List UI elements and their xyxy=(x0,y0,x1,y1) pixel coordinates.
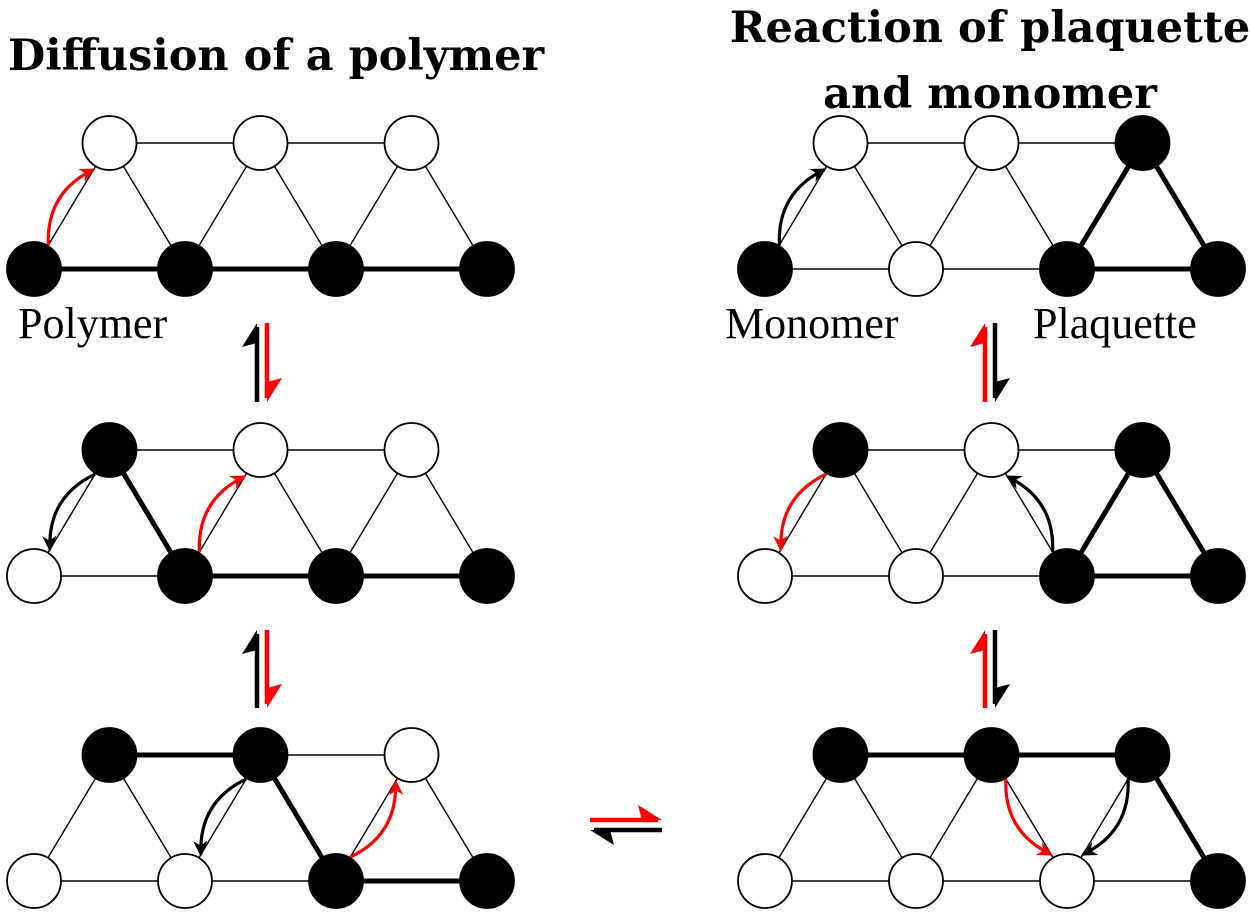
empty-site xyxy=(383,727,440,783)
occupied-site xyxy=(1114,727,1171,783)
occupied-site xyxy=(1039,241,1095,297)
occupied-site xyxy=(6,241,62,297)
empty-site xyxy=(232,115,289,171)
empty-site xyxy=(812,115,869,171)
empty-site xyxy=(6,548,62,604)
lattice-panel-reaction-step-1 xyxy=(737,115,1246,297)
equilibrium-arrow-left-right-row3 xyxy=(590,805,662,845)
empty-site xyxy=(157,853,213,909)
title-reaction-line1: Reaction of plaquette xyxy=(730,3,1250,53)
occupied-site xyxy=(812,422,869,478)
reverse-hop-arrow xyxy=(1080,778,1130,856)
occupied-site xyxy=(737,241,793,297)
empty-site xyxy=(888,853,944,909)
lattice-panels xyxy=(6,115,1246,909)
lattice-panel-diffusion-step-2 xyxy=(6,422,515,604)
empty-site xyxy=(1039,853,1095,909)
empty-site xyxy=(737,853,793,909)
equilibrium-arrow-right-1-2 xyxy=(970,323,1010,402)
empty-site xyxy=(383,422,440,478)
reverse-hop-arrow xyxy=(193,777,247,857)
reverse-hop-arrow xyxy=(42,472,96,552)
reverse-hop-arrow xyxy=(777,168,827,246)
forward-hop-arrow xyxy=(197,475,247,553)
equilibrium-arrow-left-1-2 xyxy=(242,323,282,402)
equilibrium-arrow-left-2-3 xyxy=(242,630,282,708)
occupied-site xyxy=(963,727,1020,783)
occupied-site xyxy=(81,422,138,478)
empty-site xyxy=(81,115,138,171)
occupied-site xyxy=(308,241,364,297)
occupied-site xyxy=(157,548,213,604)
occupied-site xyxy=(1114,422,1171,478)
occupied-site xyxy=(1190,241,1246,297)
empty-site xyxy=(963,115,1020,171)
lattice-panel-reaction-step-3 xyxy=(737,727,1246,909)
empty-site xyxy=(232,422,289,478)
occupied-site xyxy=(1190,548,1246,604)
occupied-site xyxy=(1190,853,1246,909)
forward-hop-arrow xyxy=(773,472,827,552)
occupied-site xyxy=(1114,115,1171,171)
title-diffusion: Diffusion of a polymer xyxy=(8,31,546,81)
empty-site xyxy=(888,548,944,604)
occupied-site xyxy=(81,727,138,783)
label-polymer: Polymer xyxy=(18,299,167,348)
equilibrium-arrows xyxy=(242,323,1010,845)
empty-site xyxy=(963,422,1020,478)
reverse-hop-arrow xyxy=(1005,475,1055,553)
occupied-site xyxy=(459,241,515,297)
label-monomer: Monomer xyxy=(725,299,899,348)
occupied-site xyxy=(1039,548,1095,604)
lattice-panel-reaction-step-2 xyxy=(737,422,1246,604)
occupied-site xyxy=(459,853,515,909)
label-plaquette: Plaquette xyxy=(1033,299,1197,348)
occupied-site xyxy=(308,548,364,604)
forward-hop-arrow xyxy=(46,168,96,246)
equilibrium-arrow-right-2-3 xyxy=(970,630,1010,708)
empty-site xyxy=(6,853,62,909)
empty-site xyxy=(737,548,793,604)
occupied-site xyxy=(232,727,289,783)
lattice-panel-diffusion-step-1 xyxy=(6,115,515,297)
forward-hop-arrow xyxy=(349,779,404,859)
occupied-site xyxy=(308,853,364,909)
occupied-site xyxy=(812,727,869,783)
lattice-panel-diffusion-step-3 xyxy=(6,727,515,909)
title-reaction-line2: and monomer xyxy=(823,69,1158,119)
empty-site xyxy=(888,241,944,297)
empty-site xyxy=(383,115,440,171)
occupied-site xyxy=(157,241,213,297)
occupied-site xyxy=(459,548,515,604)
forward-hop-arrow xyxy=(1004,778,1054,856)
